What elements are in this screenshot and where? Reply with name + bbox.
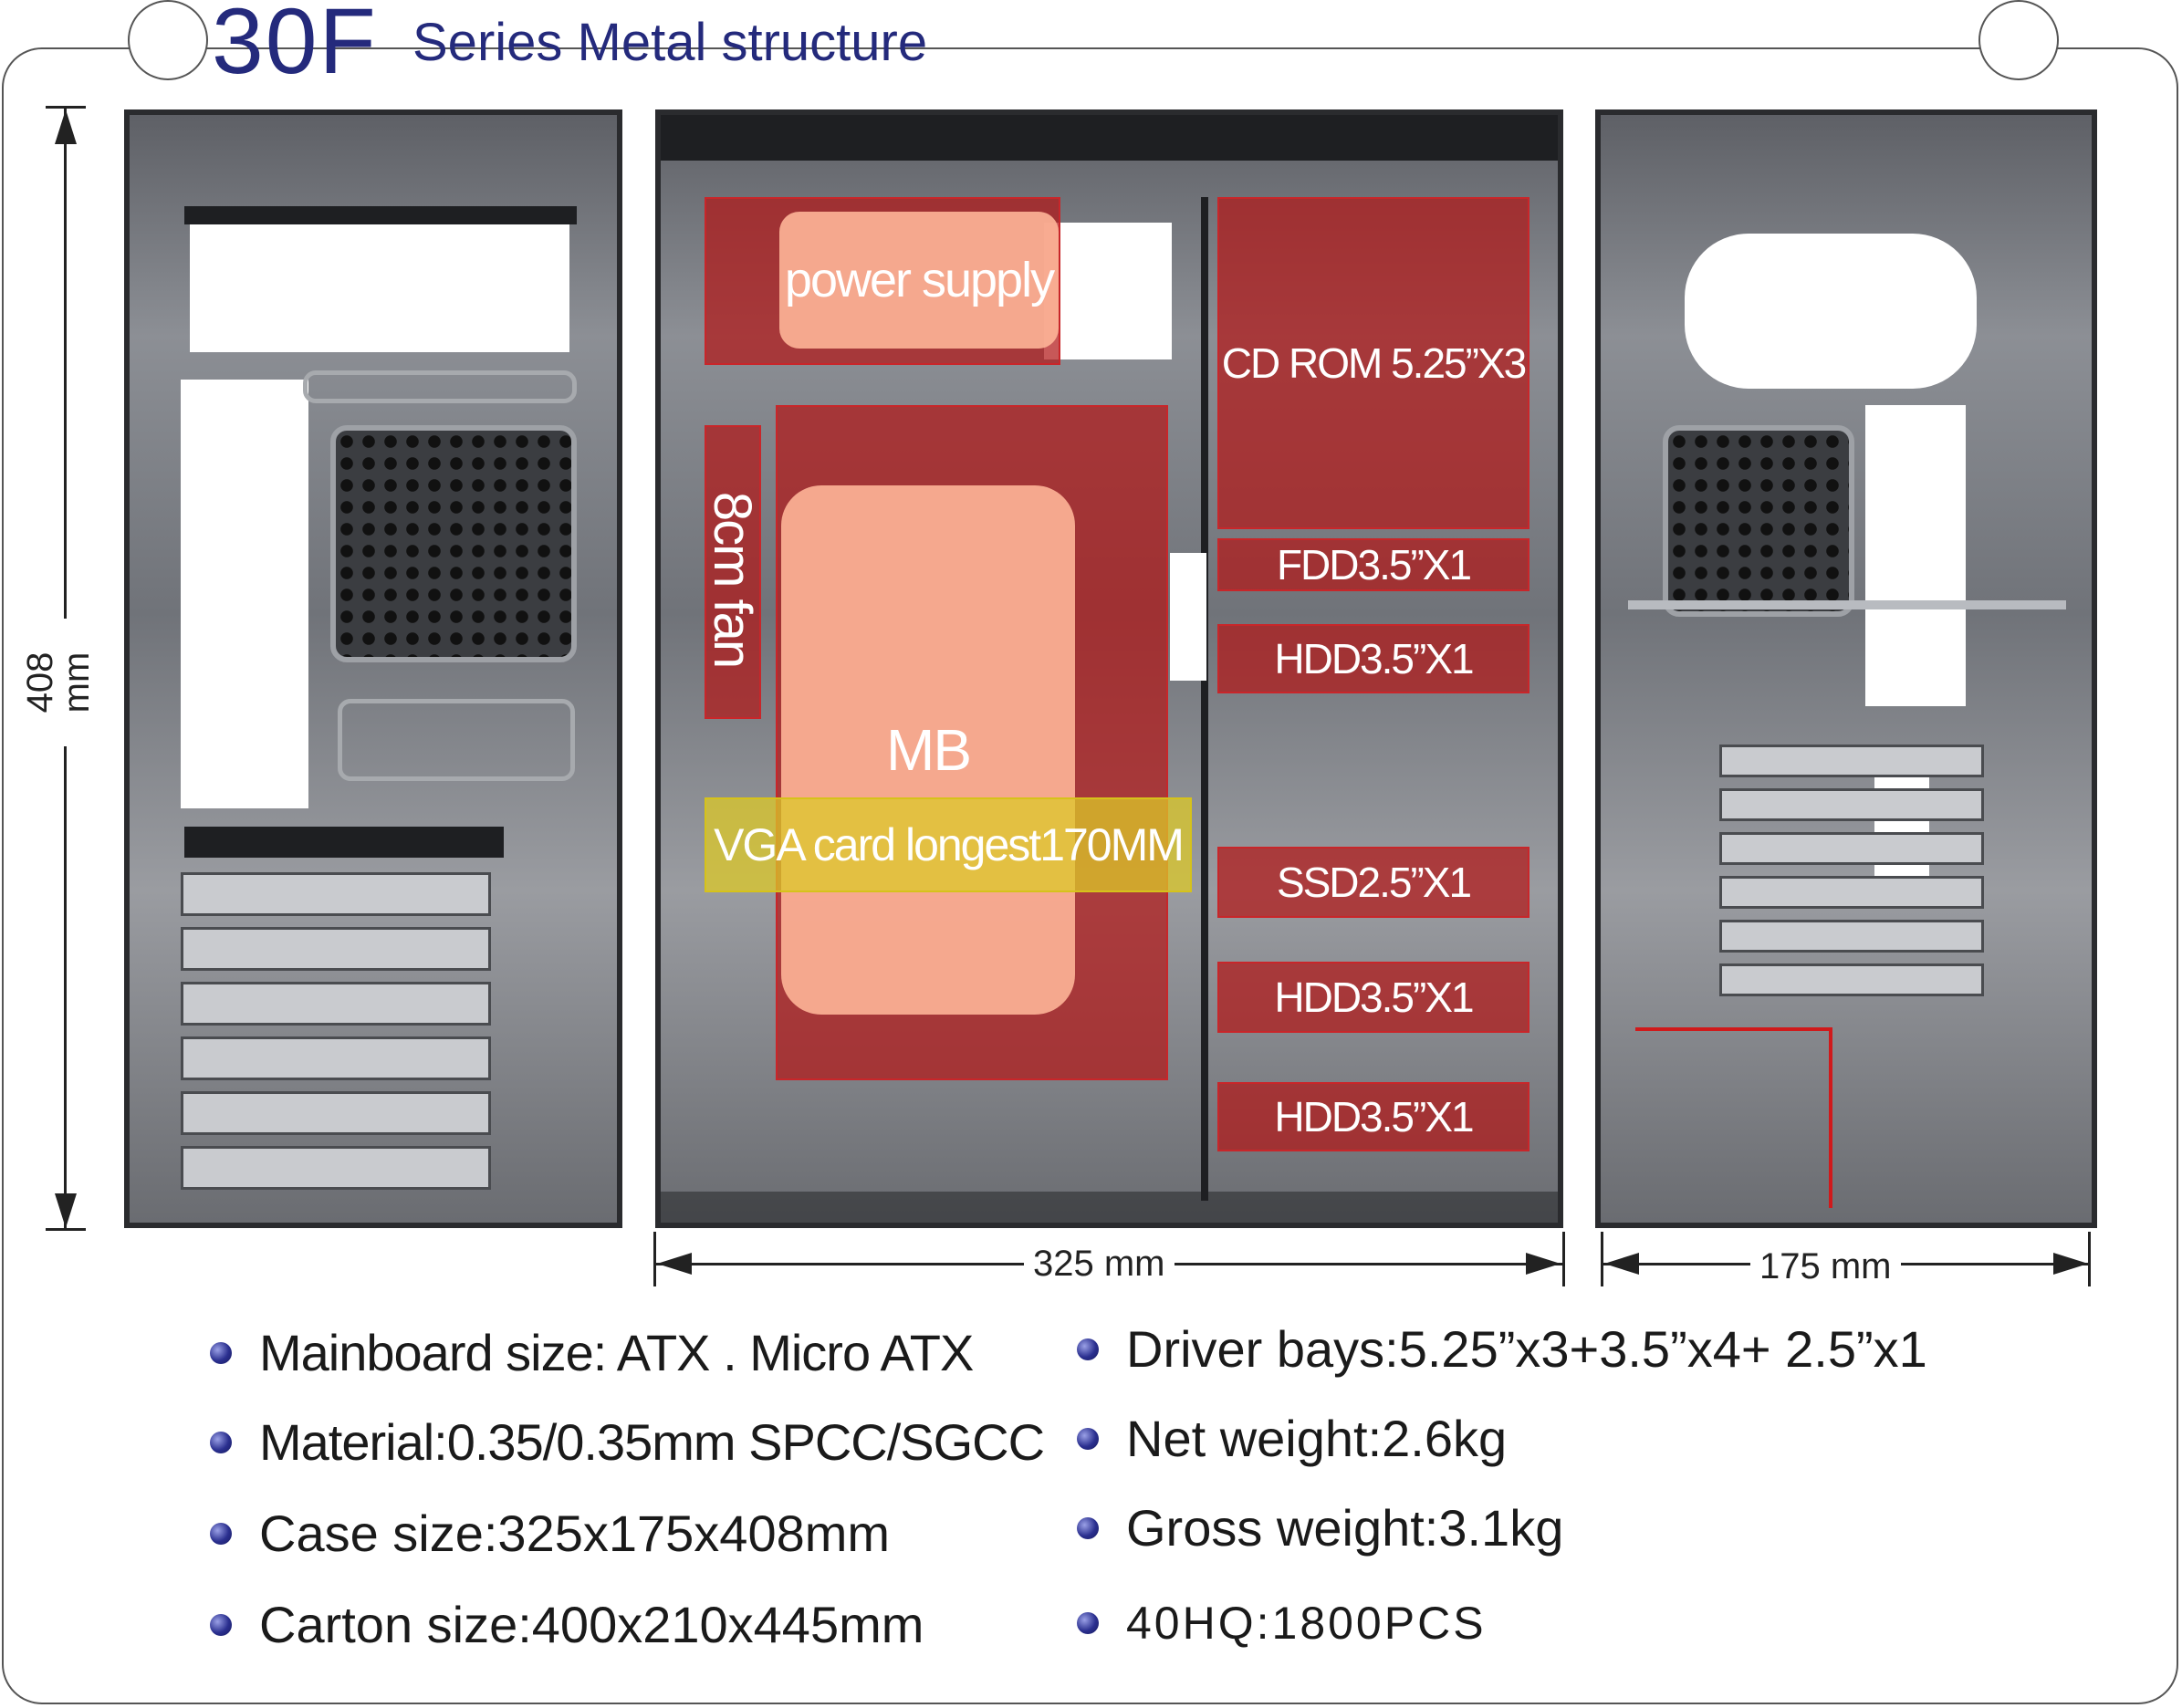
series-subtitle: Series Metal structure (412, 13, 928, 72)
interior-slot (1719, 876, 1984, 909)
spec-text: Carton size:400x210x445mm (259, 1596, 924, 1653)
height-dim-tick-top (46, 106, 86, 109)
bullet-icon (1077, 1516, 1099, 1539)
interior-slot (1719, 963, 1984, 996)
spec-text: Net weight:2.6kg (1126, 1410, 1508, 1467)
bullet-icon (1077, 1338, 1099, 1360)
interior-psu-mark-vertical (1829, 1027, 1832, 1208)
spec-driver-bays: Driver bays:5.25”x3+3.5”x4+ 2.5”x1 (1077, 1319, 1927, 1379)
rear-groove-top (303, 370, 577, 403)
bullet-icon (210, 1522, 232, 1545)
width-arrow-left (1604, 1253, 1639, 1275)
expansion-slot (181, 1146, 491, 1190)
expansion-slot (181, 927, 491, 971)
spec-gross-weight: Gross weight:3.1kg (1077, 1498, 1563, 1557)
fdd-bay-label: FDD3.5”X1 (1217, 538, 1529, 591)
crossbar (1628, 600, 2066, 609)
expansion-slot (181, 982, 491, 1026)
spec-text: 40HQ:1800PCS (1126, 1598, 1487, 1649)
hdd-top-bay-label: HDD3.5”X1 (1217, 624, 1529, 693)
ssd-bay-label: SSD2.5”X1 (1217, 847, 1529, 918)
hdd-mid-bay-label: HDD3.5”X1 (1217, 962, 1529, 1033)
spec-text: Mainboard size: ATX . Micro ATX (259, 1324, 974, 1381)
frame-border (2, 47, 2178, 1704)
rear-groove-bottom (338, 699, 575, 781)
spec-mainboard: Mainboard size: ATX . Micro ATX (210, 1323, 974, 1382)
expansion-slot (181, 872, 491, 916)
width-arrow-right (2053, 1253, 2088, 1275)
bullet-icon (1077, 1427, 1099, 1450)
interior-slot (1719, 745, 1984, 777)
bullet-icon (1077, 1612, 1099, 1634)
height-arrow-bottom (55, 1193, 77, 1228)
corner-ring-left (128, 0, 208, 80)
vga-card-label: VGA card longest170MM (705, 797, 1192, 892)
mainboard-label: MB (781, 485, 1075, 1015)
spec-carton-size: Carton size:400x210x445mm (210, 1595, 924, 1654)
side-cutout (1170, 553, 1206, 681)
width-dim-tick-right (2088, 1232, 2091, 1286)
spec-net-weight: Net weight:2.6kg (1077, 1409, 1507, 1468)
spec-material: Material:0.35/0.35mm SPCC/SGCC (210, 1412, 1045, 1472)
fan-label: 8cm fan (703, 491, 763, 668)
model-title: 30F (212, 0, 378, 93)
top-rail (661, 115, 1558, 161)
cdrom-bay-label: CD ROM 5.25”X3 (1217, 197, 1529, 529)
expansion-slot (181, 1036, 491, 1080)
width-dim-tick-left (1601, 1232, 1603, 1286)
power-supply-label: power supply (779, 212, 1059, 349)
interior-psu-mark-horizontal (1635, 1027, 1831, 1031)
height-dim-label: 408 mm (20, 619, 97, 746)
interior-side-window (1865, 405, 1966, 706)
height-dim-tick-bottom (46, 1228, 86, 1231)
slot-bar (184, 827, 504, 858)
corner-ring-right (1978, 0, 2059, 80)
height-arrow-top (55, 109, 77, 144)
interior-slot (1719, 788, 1984, 821)
bottom-rail (661, 1192, 1558, 1223)
io-opening (181, 380, 308, 808)
top-edge (184, 206, 577, 224)
interior-fan-grill (1663, 425, 1854, 617)
depth-dim-tick-right (1562, 1232, 1565, 1286)
spec-text: Material:0.35/0.35mm SPCC/SGCC (259, 1413, 1045, 1471)
bullet-icon (210, 1613, 232, 1636)
interior-slot (1719, 832, 1984, 865)
psu-window (1044, 223, 1172, 359)
expansion-slot (181, 1091, 491, 1135)
fan-zone (705, 425, 761, 719)
depth-dim-label: 325 mm (1024, 1245, 1175, 1282)
bullet-icon (210, 1341, 232, 1364)
spec-text: Driver bays:5.25”x3+3.5”x4+ 2.5”x1 (1126, 1320, 1927, 1378)
rear-fan-grill (330, 425, 577, 662)
bullet-icon (210, 1431, 232, 1453)
depth-arrow-left (657, 1253, 692, 1275)
spec-container-load: 40HQ:1800PCS (1077, 1597, 1487, 1650)
spec-text: Gross weight:3.1kg (1126, 1499, 1564, 1557)
spec-text: Case size:325x175x408mm (259, 1505, 891, 1562)
psu-opening (190, 224, 569, 352)
rear-panel-image (124, 109, 622, 1228)
spec-case-size: Case size:325x175x408mm (210, 1504, 890, 1563)
interior-panel-image (1595, 109, 2097, 1228)
depth-dim-tick-left (653, 1232, 656, 1286)
depth-arrow-right (1526, 1253, 1561, 1275)
hdd-bottom-bay-label: HDD3.5”X1 (1217, 1082, 1529, 1151)
width-dim-label: 175 mm (1750, 1248, 1901, 1285)
divider-rail (1201, 197, 1208, 1201)
interior-slot (1719, 920, 1984, 953)
interior-psu-opening (1685, 234, 1977, 389)
